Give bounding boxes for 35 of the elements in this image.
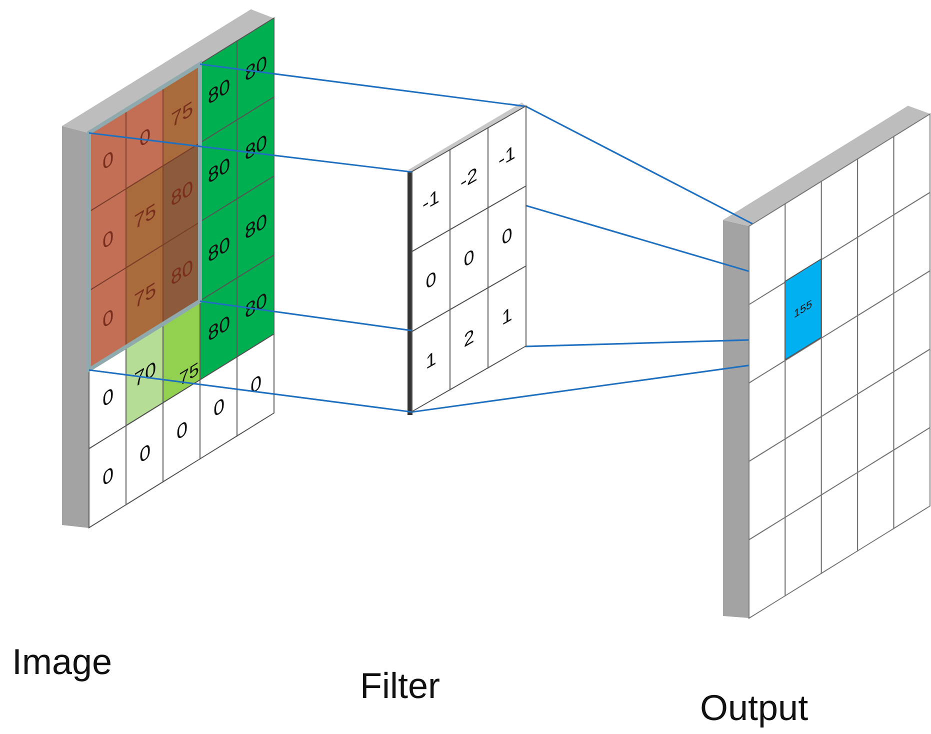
filter-weight: -1 (498, 143, 516, 172)
pixel-value: 75 (133, 279, 156, 313)
pixel-value: 80 (207, 312, 230, 346)
pixel-value: 75 (170, 98, 193, 132)
filter-weight: 0 (464, 246, 474, 272)
filter-weight: 1 (426, 348, 436, 374)
pixel-value: 0 (138, 124, 150, 152)
projection-line (200, 63, 526, 108)
panel-caption: Filter (360, 664, 440, 708)
panel-caption: Image (12, 640, 112, 684)
pixel-value: 0 (102, 148, 114, 174)
pixel-value: 0 (102, 464, 114, 490)
filter-weight: 1 (502, 304, 512, 330)
pixel-value: 0 (102, 226, 114, 254)
pixel-value: 80 (244, 131, 267, 166)
pixel-value: 80 (207, 75, 230, 110)
pixel-value: 0 (250, 372, 262, 399)
filter-grid (412, 106, 526, 412)
pixel-value: 80 (207, 233, 230, 268)
pixel-value: 80 (207, 154, 230, 188)
filter-weight: -2 (460, 164, 478, 194)
pixel-value: 0 (102, 384, 114, 412)
pixel-value: 0 (212, 394, 224, 422)
pixel-value: 0 (138, 440, 150, 468)
pixel-value: 0 (102, 306, 114, 332)
pixel-value: 0 (176, 418, 188, 445)
panel-caption: Output (700, 686, 808, 730)
filter-weight: 2 (464, 326, 474, 352)
filter-weight: 0 (426, 268, 436, 294)
pixel-value: 80 (244, 210, 267, 244)
pixel-value: 75 (133, 200, 156, 234)
projection-line (88, 132, 412, 173)
filter-weight: -1 (422, 186, 440, 216)
filter-weight: 0 (502, 224, 512, 250)
pixel-value: 75 (178, 358, 199, 389)
